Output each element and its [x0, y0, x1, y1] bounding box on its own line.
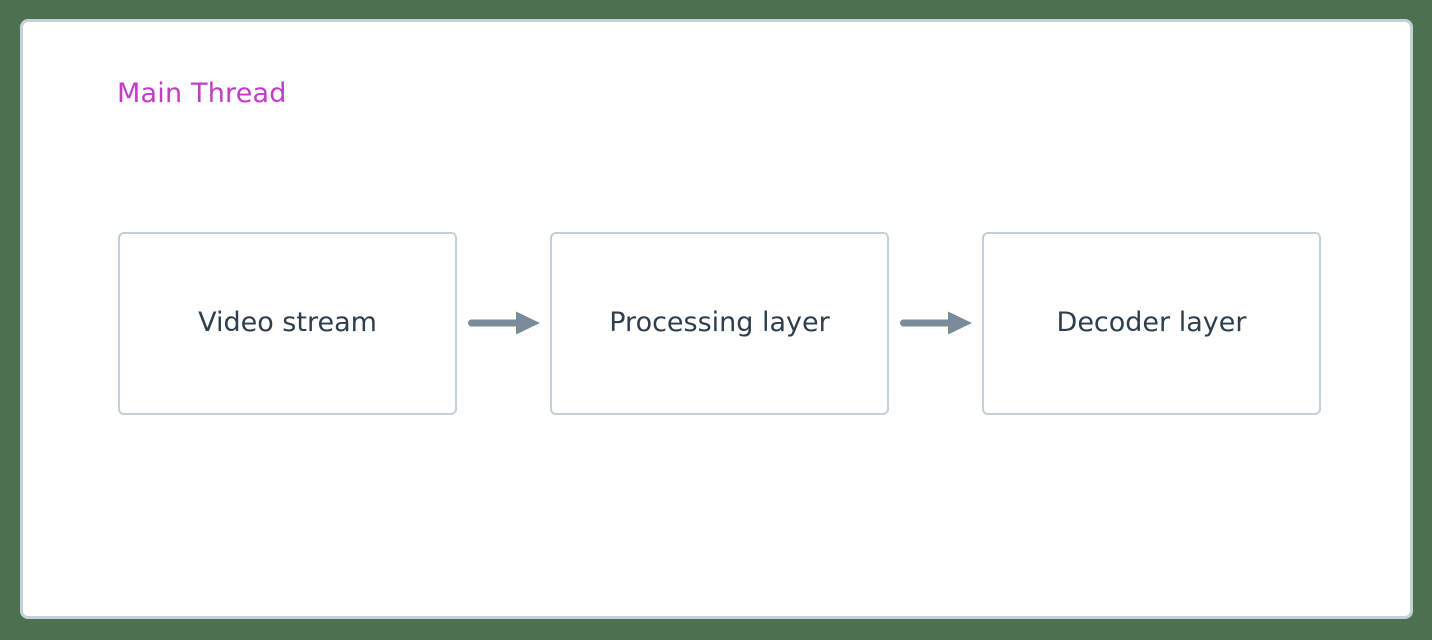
- node-label: Decoder layer: [1056, 307, 1247, 338]
- flow-row: Video stream Processing layer: [118, 230, 1321, 416]
- node-video-stream[interactable]: Video stream: [118, 231, 457, 415]
- edge-processing-layer-to-decoder-layer[interactable]: [889, 308, 982, 338]
- node-label: Processing layer: [609, 307, 830, 338]
- arrow-right-icon: [467, 311, 540, 335]
- node-decoder-layer[interactable]: Decoder layer: [982, 231, 1321, 415]
- arrow-right-icon: [899, 311, 972, 335]
- subgraph-title-main-thread: Main Thread: [117, 78, 287, 109]
- node-processing-layer[interactable]: Processing layer: [550, 231, 889, 415]
- main-thread-subgraph-panel: Main Thread Video stream Processing laye…: [20, 19, 1413, 619]
- edge-video-stream-to-processing-layer[interactable]: [457, 308, 550, 338]
- node-label: Video stream: [198, 307, 377, 338]
